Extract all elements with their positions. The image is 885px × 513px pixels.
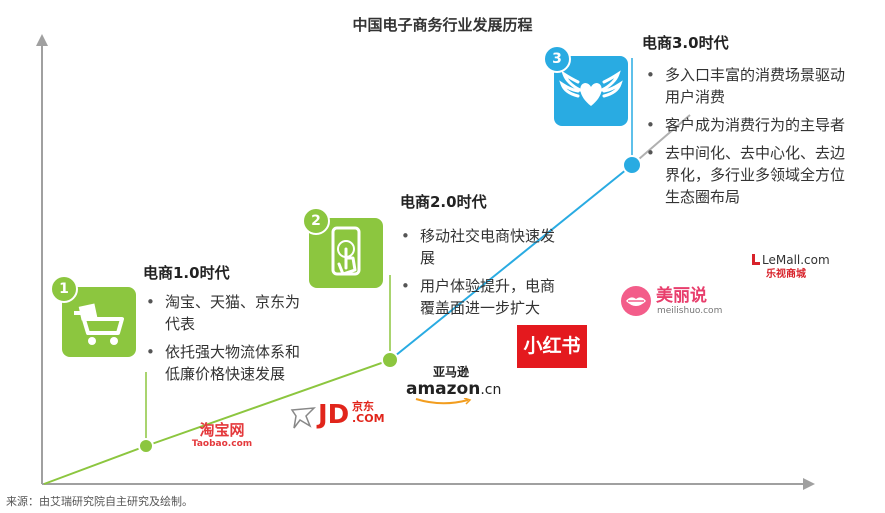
era-3-bullet: 客户成为消费行为的主导者: [643, 114, 855, 136]
era-1-bullets: 淘宝、天猫、京东为代表 依托强大物流体系和低廉价格快速发展: [143, 291, 303, 391]
era-2-title: 电商2.0时代: [400, 193, 487, 211]
shopping-cart-icon: [74, 303, 124, 345]
lemall-logo-cn: 乐视商城: [766, 269, 806, 280]
amazon-logo-en: amazon: [406, 379, 481, 399]
era-1-bullet: 淘宝、天猫、京东为代表: [143, 291, 303, 335]
lemall-logo: LeMall.com 乐视商城: [752, 251, 842, 281]
jd-logo-cn: 京东: [352, 400, 374, 413]
source-note: 来源：由艾瑞研究院自主研究及绘制。: [6, 495, 193, 508]
meilishuo-logo: 美丽说 meilishuo.com: [620, 285, 723, 319]
era-3-number-badge: 3: [543, 45, 571, 73]
era-1-number-badge: 1: [50, 275, 78, 303]
jd-logo-en: JD: [318, 400, 350, 430]
lemall-logo-en: LeMall.com: [762, 253, 830, 267]
milestone-dot-3: [622, 155, 642, 175]
meilishuo-logo-en: meilishuo.com: [657, 306, 723, 316]
diagram-title: 中国电子商务行业发展历程: [352, 16, 533, 34]
amazon-logo: 亚马逊 amazon.cn: [406, 365, 501, 406]
amazon-logo-suffix: .cn: [480, 382, 502, 398]
era-1-title: 电商1.0时代: [143, 264, 230, 282]
era-3-title: 电商3.0时代: [642, 34, 729, 52]
milestone-dot-1: [138, 438, 154, 454]
era-2-bullet: 用户体验提升，电商覆盖面进一步扩大: [398, 275, 556, 319]
era-2-number-badge: 2: [302, 207, 330, 235]
amazon-smile-icon: [415, 398, 472, 405]
lemall-mark-icon: [752, 254, 760, 265]
y-axis-arrow-icon: [36, 34, 48, 46]
jd-dog-icon: [290, 407, 316, 429]
era-3-bullet: 多入口丰富的消费场景驱动用户消费: [643, 64, 855, 108]
meilishuo-logo-cn: 美丽说: [656, 286, 707, 306]
era-1-bullet: 依托强大物流体系和低廉价格快速发展: [143, 341, 303, 385]
xiaohongshu-logo: 小红书: [517, 325, 587, 368]
era-2-bullet: 移动社交电商快速发展: [398, 225, 556, 269]
era-3-bullets: 多入口丰富的消费场景驱动用户消费 客户成为消费行为的主导者 去中间化、去中心化、…: [643, 64, 855, 214]
jd-logo-com: .COM: [352, 412, 385, 425]
era-3-bullet: 去中间化、去中心化、去边界化，多行业多领域全方位生态圈布局: [643, 142, 855, 208]
winged-heart-icon: [559, 70, 623, 106]
x-axis-arrow-icon: [803, 478, 815, 490]
amazon-logo-cn: 亚马逊: [432, 365, 469, 379]
taobao-logo-en: Taobao.com: [191, 439, 253, 449]
era-1-icon-box: [62, 287, 136, 357]
meilishuo-lips-icon: [621, 286, 651, 316]
era-2-bullets: 移动社交电商快速发展 用户体验提升，电商覆盖面进一步扩大: [398, 225, 556, 325]
taobao-logo-cn: 淘宝网: [199, 421, 245, 439]
taobao-logo: 淘宝网 Taobao.com: [190, 422, 254, 450]
milestone-dot-2: [381, 351, 399, 369]
mobile-touch-icon: [331, 226, 361, 276]
